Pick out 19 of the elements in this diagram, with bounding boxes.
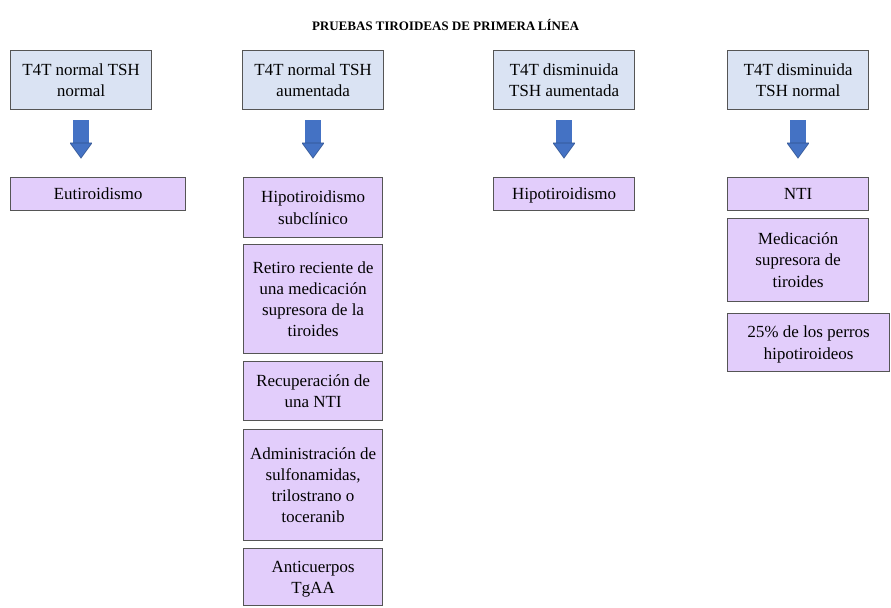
diagnosis-box: 25% de los perros hipotiroideos xyxy=(727,313,890,372)
diagnosis-box: Hipotiroidismo subclínico xyxy=(243,177,383,238)
diagnosis-box: Hipotiroidismo xyxy=(493,177,635,211)
block-arrow xyxy=(302,120,324,158)
test-result-box: T4T disminuida TSH aumentada xyxy=(493,50,635,110)
block-arrow xyxy=(786,120,810,158)
diagnosis-box: Administración de sulfonamidas, trilostrano o toceranib xyxy=(243,429,383,541)
test-result-box: T4T disminuida TSH normal xyxy=(727,50,869,110)
diagnosis-box: Anticuerpos TgAA xyxy=(243,548,383,606)
block-arrow xyxy=(70,120,92,158)
diagnosis-box: Medicación supresora de tiroides xyxy=(727,218,869,302)
block-arrow xyxy=(552,120,576,158)
diagram-title: PRUEBAS TIROIDEAS DE PRIMERA LÍNEA xyxy=(310,18,580,34)
diagnosis-box: Retiro reciente de una medicación supresora de la tiroides xyxy=(243,244,383,354)
diagnosis-box: NTI xyxy=(727,177,869,211)
diagnosis-box: Recuperación de una NTI xyxy=(243,361,383,421)
test-result-box: T4T normal TSH normal xyxy=(10,50,152,110)
test-result-box: T4T normal TSH aumentada xyxy=(242,50,384,110)
diagnosis-box: Eutiroidismo xyxy=(10,177,186,211)
